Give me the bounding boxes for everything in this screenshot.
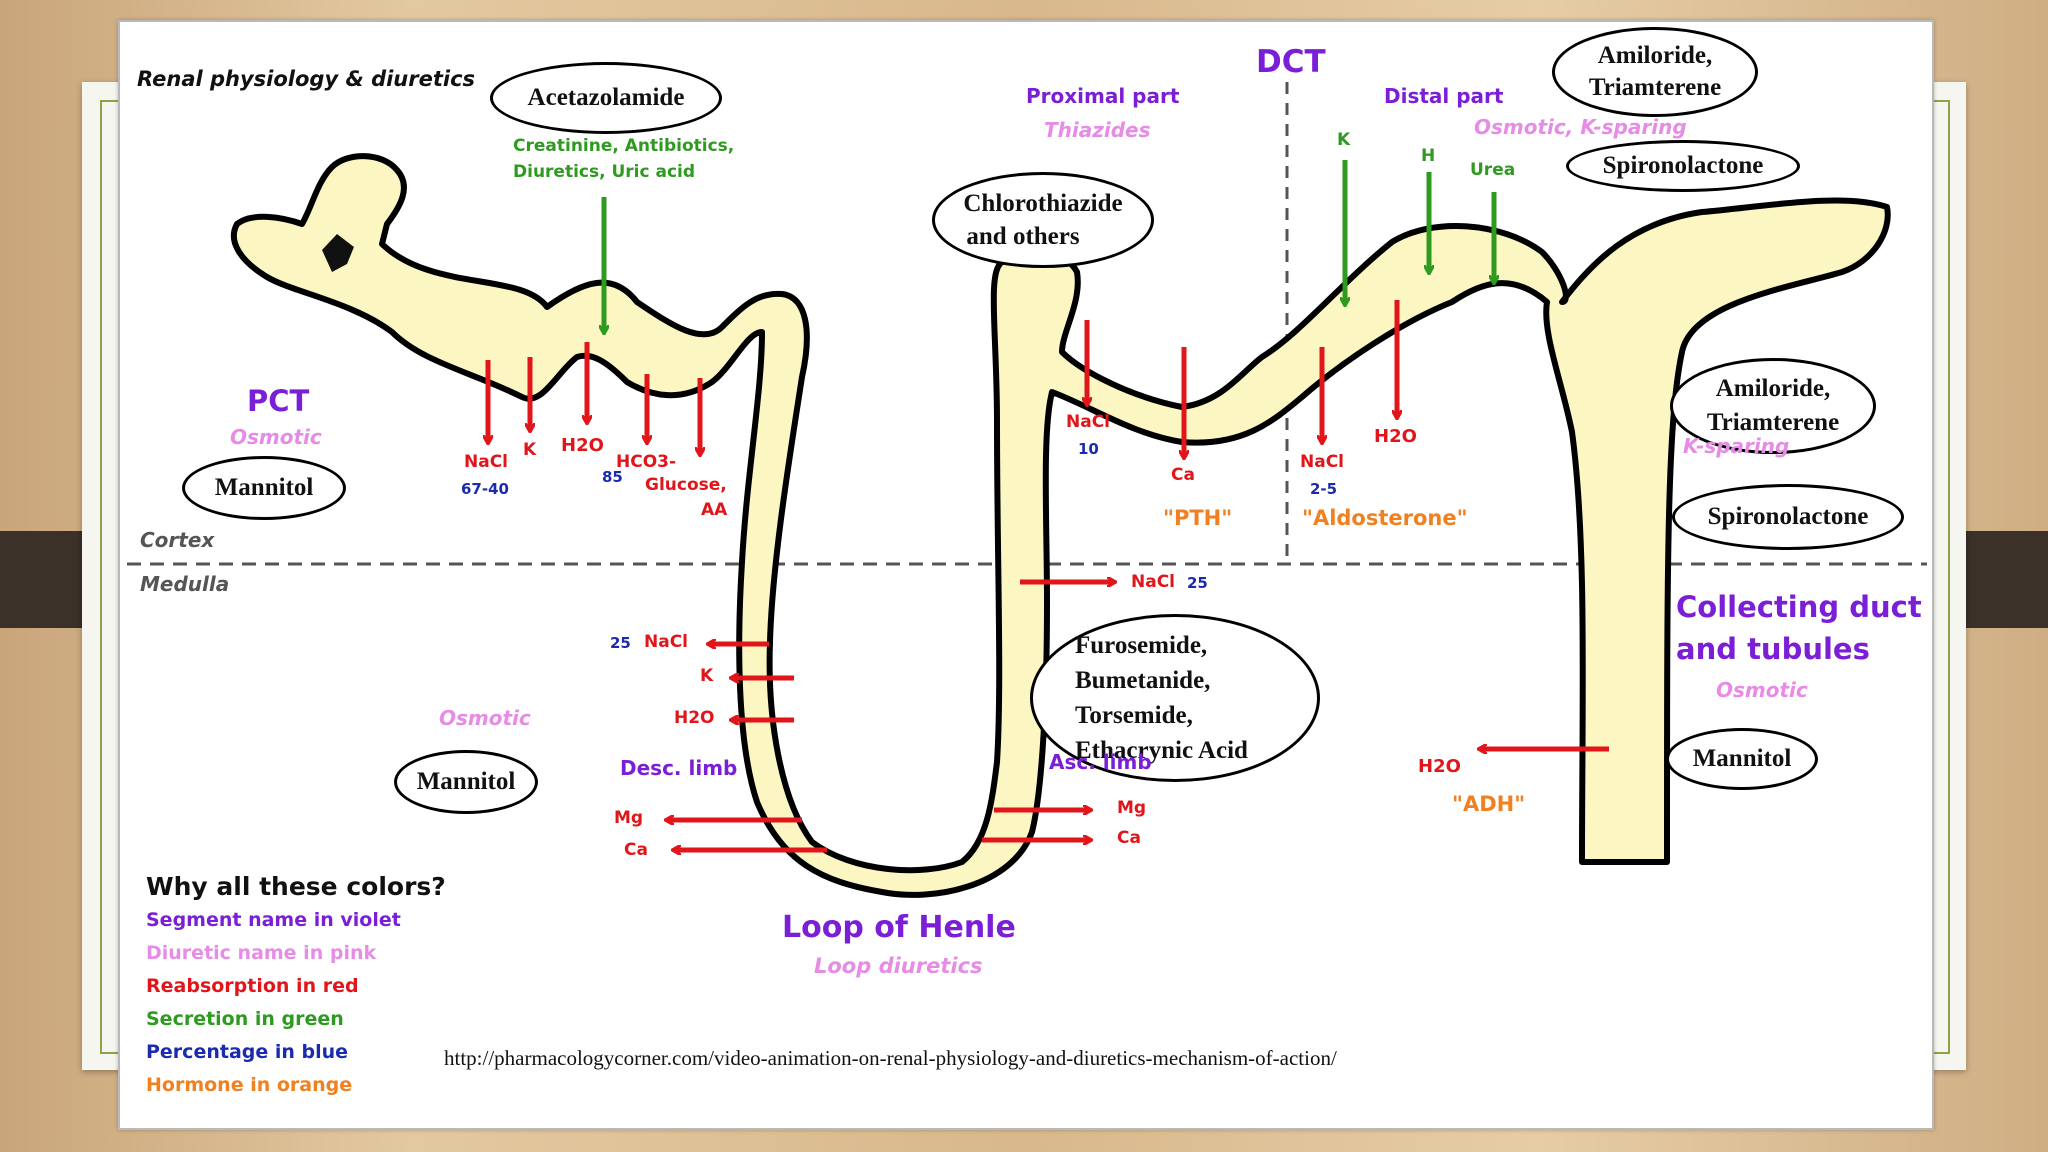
dct-h-label: H [1421,146,1436,166]
pct-segment-label: PCT [247,384,310,418]
chlorothiazide-label-2: and others [966,223,1080,250]
mg-right-label: Mg [1117,798,1147,818]
dct-secretion-arrows [1345,160,1494,304]
adh-hormone-label: "ADH" [1452,792,1526,816]
desc-h2o-label: H2O [674,708,715,728]
amiloride-oval-right: Amiloride, Triamterene [1670,358,1876,454]
mannitol-label: Mannitol [416,768,516,795]
dct-ca-label: Ca [1171,465,1195,485]
furosemide-label: Furosemide, [1075,632,1208,659]
dct-segment-label: DCT [1256,44,1326,80]
desc-nacl-percentage: 25 [610,634,631,652]
desc-k-label: K [700,666,714,686]
dct-nacl-label: NaCl [1066,412,1111,432]
ca-right-label: Ca [1117,828,1141,848]
spironolactone-label: Spironolactone [1602,152,1764,179]
thiazides-label: Thiazides [1044,118,1151,142]
mg-left-label: Mg [614,808,644,828]
chlorothiazide-oval: Chlorothiazide and others [932,172,1154,268]
mannitol-label: Mannitol [214,474,314,501]
legend-item: Diuretic name in pink [146,942,377,964]
legend-heading: Why all these colors? [146,872,446,901]
loop-arrows [667,582,1114,850]
legend-item: Hormone in orange [146,1074,353,1096]
triamterene-label: Triamterene [1706,409,1840,436]
medulla-label: Medulla [140,572,230,596]
pct-h2o-label: H2O [561,435,604,456]
torsemide-label: Torsemide, [1075,702,1193,729]
pct-hco3-label: HCO3- [616,452,677,472]
pct-h2o-percentage: 85 [602,468,623,486]
legend-item: Percentage in blue [146,1041,349,1063]
acetazolamide-label: Acetazolamide [527,84,685,111]
spironolactone-oval-right: Spironolactone [1672,484,1904,550]
pth-hormone-label: "PTH" [1163,506,1233,530]
dct-distal-label: Distal part [1384,84,1504,108]
loop-diuretic-class: Loop diuretics [814,954,983,978]
cortex-label: Cortex [140,528,215,552]
nephron-diagram [127,82,1927,898]
spironolactone-label: Spironolactone [1707,503,1869,530]
pct-nacl-label: NaCl [464,452,509,472]
dct-reabsorption-arrows [1087,300,1609,749]
loop-of-henle-label: Loop of Henle [782,910,1016,945]
amiloride-oval-top: Amiloride, Triamterene [1552,27,1758,117]
dct-h2o-label: H2O [1374,426,1417,447]
diagram-card: Renal physiology & diuretics Acetazolami… [118,20,1934,1130]
dct-nacl-percentage: 10 [1078,440,1099,458]
acetazolamide-oval: Acetazolamide [490,62,722,134]
cd-h2o-label: H2O [1418,756,1461,777]
legend-item: Secretion in green [146,1008,344,1030]
glomerulus-icon [322,234,354,272]
bumetanide-label: Bumetanide, [1075,667,1211,694]
collecting-duct-label-1: Collecting duct [1676,590,1922,624]
collecting-duct-label-2: and tubules [1676,632,1870,666]
distal-diuretic-class: Osmotic, K-sparing [1474,115,1687,139]
amiloride-label: Amiloride, [1597,42,1713,69]
ca-left-label: Ca [624,840,648,860]
ethacrynic-acid-label: Ethacrynic Acid [1075,737,1248,764]
dct-nacl2-percentage: 2-5 [1310,480,1338,498]
pct-reabsorption-arrows [488,342,700,454]
secretion-label-2: Diuretics, Uric acid [513,162,696,182]
legend-item: Reabsorption in red [146,975,359,997]
mannitol-oval-cd: Mannitol [1666,728,1818,790]
pct-glucose-label: Glucose, [645,475,727,495]
chlorothiazide-label: Chlorothiazide [963,190,1123,217]
dct-urea-label: Urea [1470,160,1516,180]
collecting-osmotic-label: Osmotic [1716,678,1808,702]
spironolactone-oval-top: Spironolactone [1566,140,1800,192]
desc-nacl-label: NaCl [644,632,689,652]
mannitol-oval-pct: Mannitol [182,456,346,520]
diagram-title: Renal physiology & diuretics [137,67,476,91]
desc-limb-label: Desc. limb [620,756,738,780]
secretion-label-1: Creatinine, Antibiotics, [513,136,735,156]
dct-proximal-label: Proximal part [1026,84,1180,108]
legend-item: Segment name in violet [146,909,401,931]
mannitol-label: Mannitol [1692,745,1792,772]
pct-diuretic-class: Osmotic [230,425,322,449]
asc-limb-label: Asc. limb [1049,750,1152,774]
pct-k-label: K [523,440,537,460]
pct-aa-label: AA [701,500,728,520]
asc-nacl-label: NaCl [1131,572,1176,592]
source-url-link[interactable]: http://pharmacologycorner.com/video-anim… [444,1046,1337,1070]
dct-k-label: K [1337,130,1351,150]
desc-diuretic-class: Osmotic [439,706,531,730]
dct-nacl2-label: NaCl [1300,452,1345,472]
pct-nacl-percentage: 67-40 [461,480,509,498]
aldosterone-hormone-label: "Aldosterone" [1302,506,1468,530]
collecting-ksparing-label: K-sparing [1683,434,1790,458]
asc-nacl-percentage: 25 [1187,574,1208,592]
triamterene-label: Triamterene [1588,74,1722,101]
mannitol-oval-desc: Mannitol [394,750,538,814]
furosemide-oval: Furosemide, Bumetanide, Torsemide, Ethac… [1030,614,1320,782]
amiloride-label: Amiloride, [1715,375,1831,402]
legend: Why all these colors? Segment name in vi… [146,870,446,1102]
